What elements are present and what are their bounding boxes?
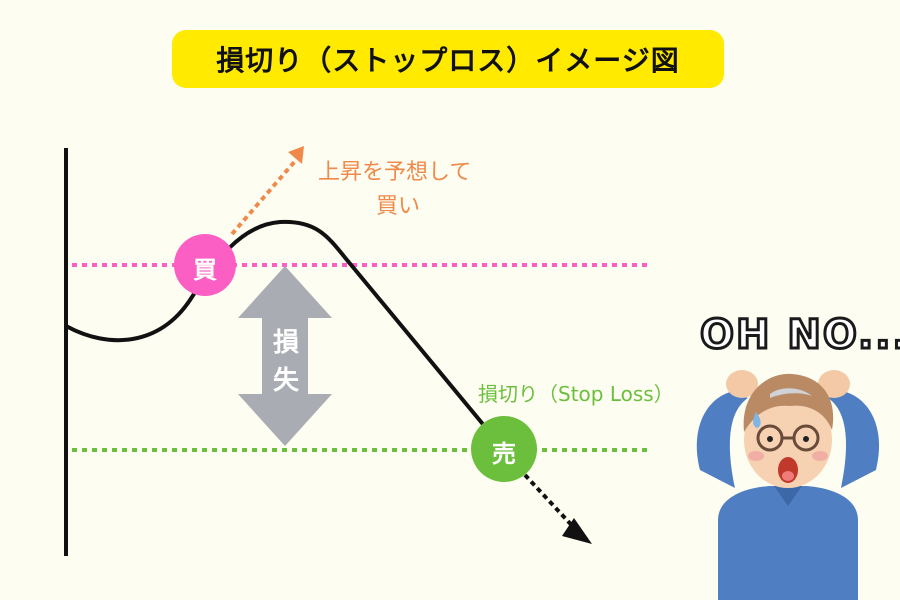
loss-label-char1: 損 (272, 328, 299, 358)
buy-note-line1: 上昇を予想して (318, 160, 472, 185)
price-continuation-arrowhead (562, 518, 592, 544)
stop-loss-label: 損切り（Stop Loss） (478, 382, 674, 406)
buy-note-line2: 買い (376, 194, 421, 219)
sell-badge-label: 売 (492, 440, 516, 468)
page-title: 損切り（ストップロス）イメージ図 (216, 44, 680, 77)
buy-expectation-note: 上昇を予想して 買い (318, 156, 518, 224)
expectation-arrowhead (288, 146, 304, 164)
expectation-arrow (230, 158, 298, 236)
reaction-text: OH NO... (699, 311, 900, 360)
title-banner: 損切り（ストップロス）イメージ図 (172, 30, 724, 88)
buy-badge-label: 買 (193, 256, 217, 284)
worried-man-icon (696, 370, 880, 600)
loss-label-char2: 失 (272, 366, 299, 396)
buy-badge-circle (174, 234, 236, 296)
price-continuation-arrow (523, 473, 580, 534)
loss-double-arrow (238, 266, 332, 446)
sell-badge-circle (471, 416, 537, 482)
